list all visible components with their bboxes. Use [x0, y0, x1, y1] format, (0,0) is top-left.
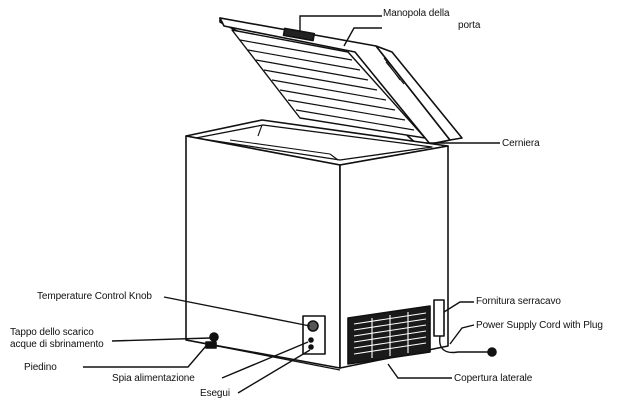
side-cover — [347, 305, 431, 365]
drain-plug-label-1: Tappo dello scarico — [10, 327, 94, 338]
cord-holder-label: Fornitura serracavo — [476, 296, 561, 307]
temperature-knob-label: Temperature Control Knob — [37, 291, 152, 302]
door-handle-label-1: Manopola della — [383, 8, 450, 19]
side-cover-label: Copertura laterale — [454, 373, 533, 384]
drain-plug — [209, 332, 219, 342]
power-cord-label: Power Supply Cord with Plug — [476, 320, 603, 331]
foot-label: Piedino — [24, 362, 57, 373]
cord-holder — [433, 299, 445, 337]
foot — [205, 341, 217, 349]
power-light-label-2: Esegui — [200, 388, 230, 399]
power-cord — [439, 335, 488, 354]
control-panel — [302, 315, 326, 355]
power-plug — [487, 347, 497, 357]
door-handle-label-2: porta — [458, 20, 481, 31]
lid — [219, 17, 463, 148]
power-light-label: Spia alimentazione — [112, 373, 195, 384]
drain-plug-label-2: acque di sbrinamento — [10, 339, 104, 350]
hinge-label: Cerniera — [502, 138, 540, 149]
leader-lines — [83, 15, 500, 394]
